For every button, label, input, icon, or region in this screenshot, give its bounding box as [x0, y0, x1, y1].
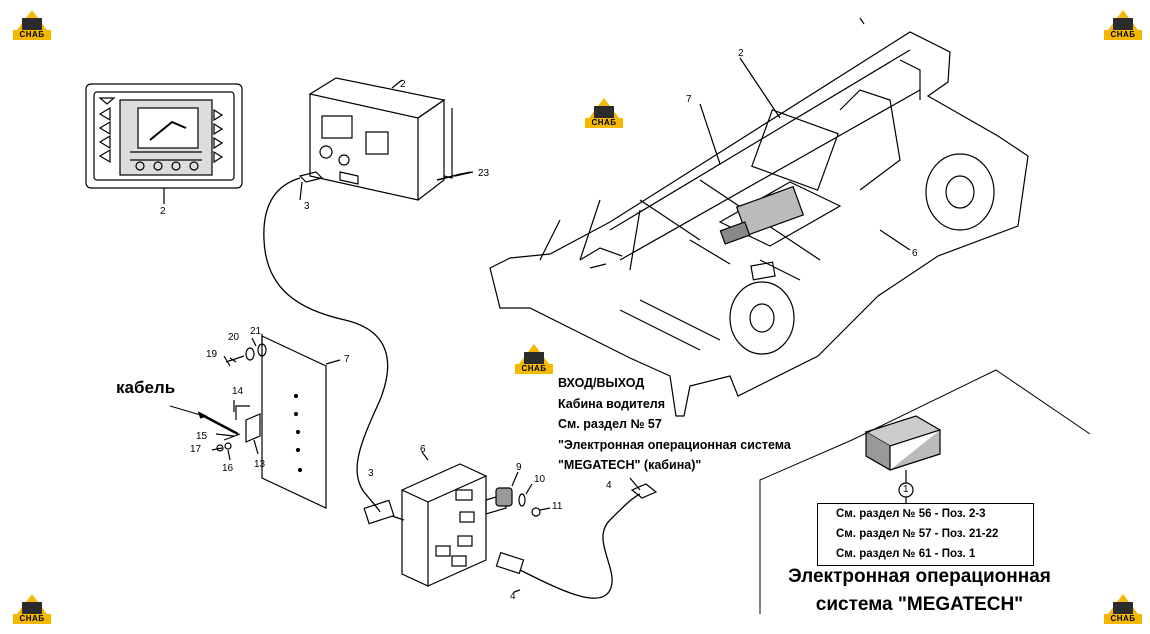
callout-machine-2: 2: [738, 48, 744, 59]
brand-logo-bottom-right: СНАБ: [1104, 590, 1142, 624]
cable-label: кабель: [116, 378, 176, 397]
callout-item-19: 19: [206, 349, 218, 360]
callout-item-15: 15: [196, 431, 208, 442]
brand-logo-bottom-left: СНАБ: [13, 590, 51, 624]
control-box: [308, 77, 453, 201]
brand-logo-text: СНАБ: [515, 364, 553, 374]
display-panel: [85, 83, 243, 189]
brand-logo-top-left: СНАБ: [13, 6, 51, 40]
note-line: "MEGATECH" (кабина)": [558, 458, 702, 473]
io-note: ВХОД/ВЫХОД Кабина водителя См. раздел № …: [558, 373, 791, 476]
callout-machine-7: 7: [686, 94, 692, 105]
callout-cable-4-bottom: 4: [510, 591, 516, 602]
reference-line: См. раздел № 56 - Поз. 2-3: [836, 508, 986, 520]
callout-item-9: 9: [516, 462, 522, 473]
callout-item-21: 21: [250, 326, 262, 337]
bottom-title-line1: Электронная операционная: [788, 566, 1051, 587]
callout-module-1: 1: [903, 484, 909, 495]
callout-cable-4-top: 4: [606, 480, 612, 491]
callout-plate: 7: [344, 354, 350, 365]
megatech-module: [864, 415, 942, 503]
note-line: Кабина водителя: [558, 396, 666, 411]
callout-item-11: 11: [552, 501, 563, 512]
callout-display-panel: 2: [160, 206, 166, 217]
reference-line: См. раздел № 61 - Поз. 1: [836, 548, 976, 560]
callout-item-20: 20: [228, 332, 240, 343]
brand-logo-text: СНАБ: [13, 30, 51, 40]
brand-logo-machine: СНАБ: [585, 94, 623, 128]
reach-stacker-machine: [489, 17, 1029, 417]
callout-item-10: 10: [534, 474, 546, 485]
callout-screw-23: 23: [478, 168, 490, 179]
brand-logo-text: СНАБ: [1104, 30, 1142, 40]
brand-logo-text: СНАБ: [585, 118, 623, 128]
callout-box-6: 6: [420, 444, 426, 455]
reference-line: См. раздел № 57 - Поз. 21-22: [836, 528, 999, 540]
note-line: ВХОД/ВЫХОД: [558, 376, 645, 390]
brand-logo-text: СНАБ: [1104, 614, 1142, 624]
io-box: [400, 463, 507, 587]
brand-logo-top-right: СНАБ: [1104, 6, 1142, 40]
bottom-title-line2: система "MEGATECH": [815, 594, 1024, 615]
brand-logo-middle: СНАБ: [515, 340, 553, 374]
callout-item-13: 13: [254, 459, 266, 470]
callout-control-box: 2: [400, 79, 406, 90]
brand-logo-text: СНАБ: [13, 614, 51, 624]
note-line: "Электронная операционная система: [558, 437, 791, 452]
note-line: См. раздел № 57: [558, 417, 662, 432]
callout-item-14: 14: [232, 386, 244, 397]
mounting-plate: [261, 335, 327, 509]
bottom-title: Электронная операционная система "MEGATE…: [782, 563, 1057, 619]
callout-cable-top: 3: [304, 201, 310, 212]
callout-cable-bottom: 3: [368, 468, 374, 479]
callout-item-16: 16: [222, 463, 234, 474]
reference-box: См. раздел № 56 - Поз. 2-3 См. раздел № …: [817, 503, 1034, 566]
callout-item-17: 17: [190, 444, 202, 455]
callout-machine-6: 6: [912, 248, 918, 259]
